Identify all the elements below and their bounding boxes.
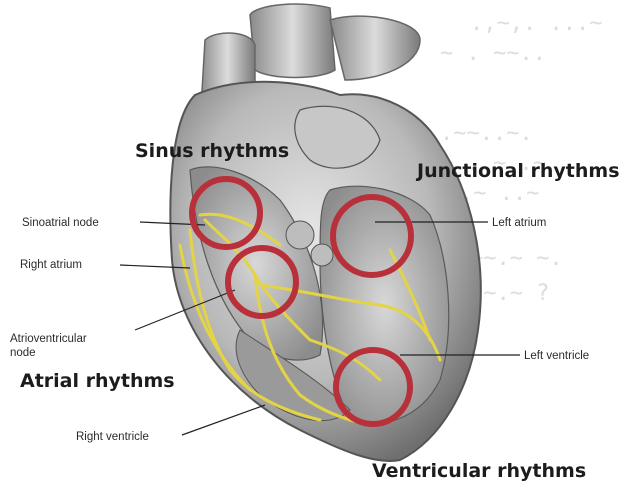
svg-text:.~ ..~: .~ ..~ xyxy=(460,181,539,206)
label-atrioventricular-node-line1: Atrioventricular xyxy=(10,333,87,345)
title-atrial-rhythms: Atrial rhythms xyxy=(20,370,175,392)
svg-text:~ . ~~..: ~ . ~~.. xyxy=(440,41,546,66)
svg-text:.,~,. ...~: .,~,. ...~ xyxy=(470,11,602,36)
label-atrioventricular-node-line2: node xyxy=(10,347,36,359)
label-left-atrium: Left atrium xyxy=(492,217,546,229)
label-left-ventricle: Left ventricle xyxy=(524,350,589,362)
label-right-atrium: Right atrium xyxy=(20,259,82,271)
label-sinoatrial-node: Sinoatrial node xyxy=(22,217,99,229)
label-right-ventricle: Right ventricle xyxy=(76,431,149,443)
title-junctional-rhythms: Junctional rhythms xyxy=(415,160,620,182)
title-ventricular-rhythms: Ventricular rhythms xyxy=(372,460,586,482)
svg-text:.~~..~.: .~~..~. xyxy=(440,121,533,146)
svg-text:~~.~ ~.: ~~.~ ~. xyxy=(470,246,563,271)
svg-text:.~.~ ?: .~.~ ? xyxy=(470,281,549,306)
title-sinus-rhythms: Sinus rhythms xyxy=(135,140,289,162)
